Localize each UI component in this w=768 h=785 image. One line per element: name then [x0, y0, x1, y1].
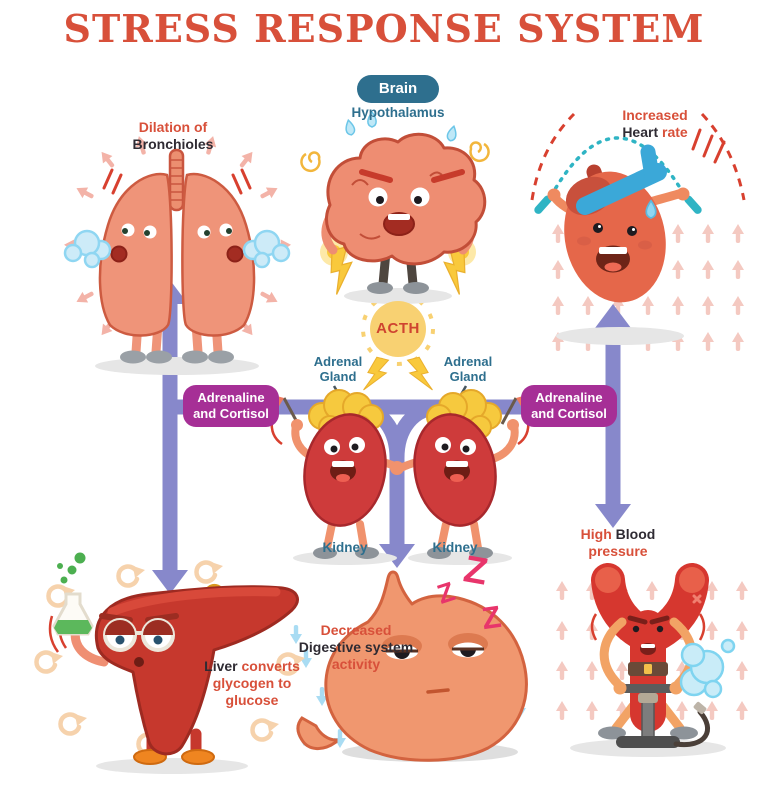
acth-node: ACTH — [370, 301, 426, 357]
adrenal-gland-left-label: Adrenal Gland — [313, 354, 363, 384]
rope-handle-left — [534, 195, 552, 214]
pump-base — [616, 736, 680, 748]
jump-rope — [549, 136, 687, 198]
air-puff — [679, 638, 736, 699]
trachea — [168, 148, 185, 212]
breath-puffs — [63, 229, 291, 269]
right-lung — [181, 172, 256, 337]
holding-hands — [390, 461, 404, 475]
brain-blob — [325, 132, 487, 266]
effect-digestion-label: Decreased Digestive system activity — [298, 622, 414, 672]
liver-mouth — [134, 657, 144, 667]
lungs-faces — [110, 223, 244, 263]
stomach-tail — [296, 716, 338, 750]
brain-label-badge: Brain — [357, 75, 439, 103]
page-title: STRESS RESPONSE SYSTEM — [63, 6, 705, 51]
kidney-characters — [259, 385, 541, 565]
rope-handle-right — [684, 195, 702, 214]
pump-hose — [673, 709, 711, 748]
lungs-character — [63, 148, 291, 375]
effect-blood-pressure-label: High Blood pressure — [580, 526, 656, 559]
hose-nozzle — [693, 701, 707, 715]
left-lung — [98, 172, 173, 337]
stomach-character — [296, 570, 528, 762]
kidney-right-label: Kidney — [432, 540, 478, 555]
hypothalamus-label: Hypothalamus — [351, 105, 445, 120]
kidney-left-label: Kidney — [322, 540, 368, 555]
liver-character — [48, 552, 299, 774]
pump-character — [570, 563, 736, 757]
brain-character — [300, 111, 490, 304]
stomach-mouth — [426, 688, 450, 694]
effect-heart-rate-label: Increased Heart rate — [622, 107, 688, 140]
effect-bronchioles-label: Dilation of Bronchioles — [132, 119, 214, 152]
heart-character — [530, 112, 746, 345]
dizzy-spirals — [300, 141, 490, 173]
adrenal-gland-right-label: Adrenal Gland — [443, 354, 493, 384]
pump-handle — [616, 684, 680, 693]
effect-liver-label: Liver converts glycogen to glucose — [204, 658, 300, 708]
stomach-body — [324, 570, 528, 762]
